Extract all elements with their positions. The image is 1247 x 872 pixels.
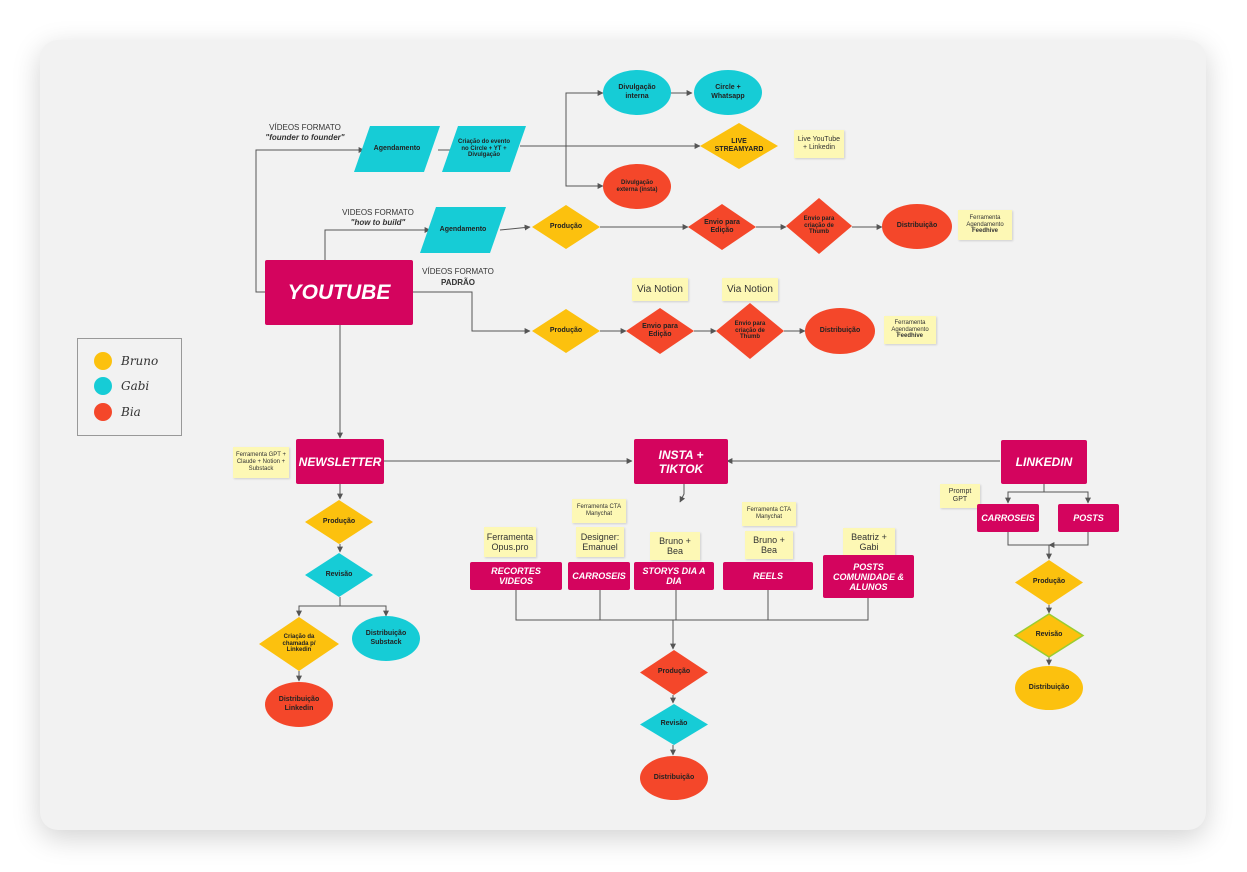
criacao-evento-label: Criação do evento no Circle + YT + Divul…: [458, 138, 511, 159]
distribuicao-linkedin-ellipse[interactable]: Distribuição Linkedin: [265, 682, 333, 727]
posts-linkedin-node[interactable]: POSTS: [1058, 504, 1119, 532]
criacao-chamada-diamond[interactable]: Criação da chamada p/ Linkedin: [259, 617, 339, 671]
legend-name: Gabi: [121, 379, 150, 393]
circle-whatsapp-label: Circle + Whatsapp: [711, 84, 745, 100]
revisao-insta-diamond[interactable]: Revisão: [640, 704, 708, 745]
note-via-notion-1: Via Notion: [632, 278, 688, 301]
distribuicao-linkedin-label: Distribuição Linkedin: [278, 696, 320, 712]
producao-padrao-label: Produção: [549, 326, 583, 334]
live-streamyard-label: LIVE STREAMYARD: [714, 137, 764, 153]
envio-edicao-padrao-diamond[interactable]: Envio para Edição: [626, 308, 694, 354]
note-feedhive-2-bold: Feedhive: [896, 333, 923, 340]
revisao-linkedin-diamond[interactable]: Revisão: [1013, 613, 1085, 658]
recortes-videos-node[interactable]: RECORTES VIDEOS: [470, 562, 562, 590]
envio-edicao-htb-label: Envio para Edição: [704, 218, 740, 234]
carroseis-linkedin-node[interactable]: CARROSEIS: [977, 504, 1039, 532]
producao-htb-diamond[interactable]: Produção: [532, 205, 600, 249]
distribuicao-substack-label: Distribuição Substack: [365, 630, 407, 646]
distribuicao-linkedin-flow-label: Distribuição: [1028, 683, 1070, 691]
note-live-youtube: Live YouTube + Linkedin: [794, 130, 844, 158]
producao-news-diamond[interactable]: Produção: [305, 500, 373, 544]
distribuicao-htb-label: Distribuição: [896, 222, 938, 230]
envio-thumb-padrao-diamond[interactable]: Envio para criação de Thumb: [716, 303, 784, 359]
youtube-node[interactable]: YOUTUBE: [265, 260, 413, 325]
distribuicao-linkedin-flow-ellipse[interactable]: Distribuição: [1015, 666, 1083, 710]
producao-htb-label: Produção: [549, 222, 583, 230]
distribuicao-htb-ellipse[interactable]: Distribuição: [882, 204, 952, 249]
agendamento-label: Agendamento: [373, 144, 421, 152]
note-newsletter-tools: Ferramenta GPT + Claude + Notion + Subst…: [233, 447, 289, 478]
revisao-insta-label: Revisão: [660, 720, 688, 728]
agendamento2-parallelogram[interactable]: Agendamento: [420, 207, 506, 253]
distribuicao-padrao-label: Distribuição: [819, 326, 861, 334]
legend-dot: [94, 352, 112, 370]
note-feedhive-2: Ferramenta Agendamento Feedhive: [884, 316, 936, 344]
agendamento-parallelogram[interactable]: Agendamento: [354, 126, 440, 172]
insta-tiktok-node[interactable]: INSTA + TIKTOK: [634, 439, 728, 484]
carroseis-insta-node[interactable]: CARROSEIS: [568, 562, 630, 590]
divulgacao-externa-label: Divulgação externa (insta): [616, 179, 658, 193]
storys-node[interactable]: STORYS DIA A DIA: [634, 562, 714, 590]
note-feedhive-1-text: Ferramenta Agendamento: [966, 214, 1004, 228]
label-htb-2: "how to build": [350, 218, 406, 227]
note-manychat-2: Ferramenta CTA Manychat: [742, 502, 796, 526]
note-bruno-bea-1: Bruno + Bea: [650, 532, 700, 560]
divulgacao-interna-label: Divulgação interna: [618, 84, 656, 100]
label-htb-1: VIDEOS FORMATO: [342, 208, 414, 217]
revisao-linkedin-label: Revisão: [1035, 631, 1063, 639]
criacao-evento-parallelogram[interactable]: Criação do evento no Circle + YT + Divul…: [442, 126, 526, 172]
producao-padrao-diamond[interactable]: Produção: [532, 309, 600, 353]
distribuicao-substack-ellipse[interactable]: Distribuição Substack: [352, 616, 420, 661]
envio-thumb-htb-label: Envio para criação de Thumb: [803, 215, 835, 236]
note-manychat-1: Ferramenta CTA Manychat: [572, 499, 626, 523]
posts-comunidade-node[interactable]: POSTS COMUNIDADE & ALUNOS: [823, 555, 914, 598]
legend: Bruno Gabi Bia: [77, 338, 182, 436]
legend-row: Gabi: [94, 377, 149, 395]
note-opus: Ferramenta Opus.pro: [484, 527, 536, 557]
label-f2f-1: VÍDEOS FORMATO: [269, 123, 341, 132]
note-via-notion-2: Via Notion: [722, 278, 778, 301]
distribuicao-padrao-ellipse[interactable]: Distribuição: [805, 308, 875, 354]
label-padrao-2: PADRÃO: [440, 278, 476, 287]
note-beatriz-gabi: Beatriz + Gabi: [843, 528, 895, 556]
legend-name: Bia: [121, 405, 141, 419]
divulgacao-externa-ellipse[interactable]: Divulgação externa (insta): [603, 164, 671, 209]
agendamento2-label: Agendamento: [439, 225, 487, 233]
note-bruno-bea-2: Bruno + Bea: [745, 531, 793, 559]
envio-thumb-htb-diamond[interactable]: Envio para criação de Thumb: [786, 198, 852, 254]
distribuicao-insta-label: Distribuição: [653, 773, 695, 781]
envio-edicao-htb-diamond[interactable]: Envio para Edição: [688, 204, 756, 250]
legend-dot: [94, 377, 112, 395]
revisao-news-diamond[interactable]: Revisão: [305, 553, 373, 597]
envio-edicao-padrao-label: Envio para Edição: [642, 322, 678, 338]
divulgacao-interna-ellipse[interactable]: Divulgação interna: [603, 70, 671, 115]
legend-name: Bruno: [121, 354, 159, 368]
producao-news-label: Produção: [322, 517, 356, 525]
envio-thumb-padrao-label: Envio para criação de Thumb: [734, 320, 766, 341]
whiteboard-canvas: [40, 40, 1206, 830]
producao-linkedin-diamond[interactable]: Produção: [1015, 560, 1083, 605]
newsletter-node[interactable]: NEWSLETTER: [296, 439, 384, 484]
producao-insta-label: Produção: [657, 668, 691, 676]
label-f2f-2: "founder to founder": [265, 133, 345, 142]
legend-dot: [94, 403, 112, 421]
live-streamyard-diamond[interactable]: LIVE STREAMYARD: [700, 123, 778, 169]
reels-node[interactable]: REELS: [723, 562, 813, 590]
distribuicao-insta-ellipse[interactable]: Distribuição: [640, 756, 708, 800]
legend-row: Bia: [94, 403, 141, 421]
circle-whatsapp-ellipse[interactable]: Circle + Whatsapp: [694, 70, 762, 115]
legend-row: Bruno: [94, 352, 158, 370]
label-padrao-1: VÍDEOS FORMATO: [422, 267, 494, 276]
note-designer: Designer: Emanuel: [576, 527, 624, 557]
note-feedhive-1-bold: Feedhive: [971, 228, 998, 235]
criacao-chamada-label: Criação da chamada p/ Linkedin: [282, 633, 316, 654]
producao-insta-diamond[interactable]: Produção: [640, 650, 708, 695]
linkedin-node[interactable]: LINKEDIN: [1001, 440, 1087, 484]
producao-linkedin-label: Produção: [1032, 578, 1066, 586]
revisao-news-label: Revisão: [325, 570, 353, 578]
note-feedhive-2-text: Ferramenta Agendamento: [891, 319, 929, 333]
note-prompt-gpt: Prompt GPT: [940, 484, 980, 508]
note-feedhive-1: Ferramenta Agendamento Feedhive: [958, 210, 1012, 240]
